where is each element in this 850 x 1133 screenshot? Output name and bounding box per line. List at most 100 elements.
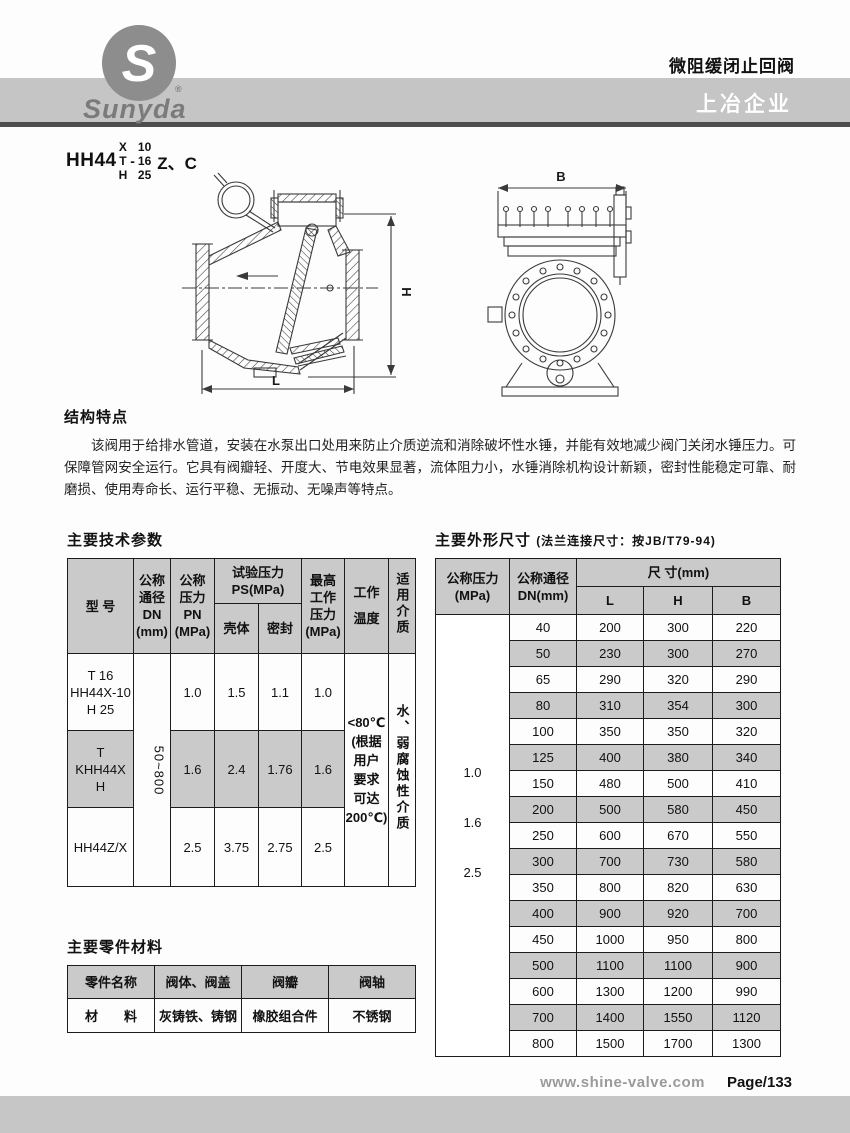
H-cell: 1550: [643, 1004, 713, 1031]
material-body-bonnet: 灰铸铁、铸钢: [154, 998, 242, 1033]
col-header-B: B: [712, 586, 781, 615]
model-num-10: 10: [137, 140, 152, 154]
materials-section: 主要零件材料 零件名称 阀体、阀盖 阀瓣 阀轴 材 料 灰铸铁、铸钢 橡胶组合件…: [67, 936, 416, 1033]
B-cell: 1120: [712, 1004, 781, 1031]
dn-cell: 450: [509, 926, 577, 953]
model-letter-options: X T H: [119, 140, 128, 182]
col-header-max-pressure: 最高 工作 压力 (MPa): [301, 558, 346, 654]
H-cell: 1200: [643, 978, 713, 1005]
B-cell: 340: [712, 744, 781, 771]
dim-label-l: L: [272, 373, 280, 388]
features-title: 结构特点: [64, 409, 129, 426]
features-paragraph: 该阀用于给排水管道，安装在水泵出口处用来防止介质逆流和消除破坏性水锤，并能有效地…: [64, 438, 796, 497]
col-header-L: L: [576, 586, 644, 615]
col-header-stem: 阀轴: [328, 965, 416, 999]
company-name: 上冶企业: [696, 93, 792, 116]
end-view-drawing: B: [487, 169, 632, 397]
footer-website: www.shine-valve.com: [540, 1074, 705, 1091]
col-header-H: H: [643, 586, 713, 615]
temp-cell: <80℃ (根据 用户 要求 可达 200℃): [344, 653, 390, 887]
model-designation: HH44 X T H - 10 16 25 Z、C: [66, 140, 197, 182]
L-cell: 200: [576, 614, 644, 641]
L-cell: 1300: [576, 978, 644, 1005]
dn-cell: 350: [509, 874, 577, 901]
H-cell: 1700: [643, 1030, 713, 1057]
L-cell: 310: [576, 692, 644, 719]
model-cell: T KHH44X H: [67, 730, 134, 808]
registered-mark: ®: [175, 84, 182, 94]
B-cell: 990: [712, 978, 781, 1005]
shell-cell: 2.4: [214, 730, 259, 808]
tech-params-title: 主要技术参数: [67, 532, 164, 549]
svg-text:S: S: [122, 35, 157, 93]
H-cell: 300: [643, 614, 713, 641]
H-cell: 500: [643, 770, 713, 797]
col-header-body-bonnet: 阀体、阀盖: [154, 965, 242, 999]
dn-cell: 600: [509, 978, 577, 1005]
seal-cell: 1.1: [257, 653, 303, 731]
model-pressure-options: 10 16 25: [138, 140, 151, 182]
dn-cell: 65: [509, 666, 577, 693]
L-cell: 400: [576, 744, 644, 771]
footer-page-number: Page/133: [726, 1074, 792, 1091]
shell-cell: 1.5: [214, 653, 259, 731]
H-cell: 300: [643, 640, 713, 667]
L-cell: 350: [576, 718, 644, 745]
dn-cell: 80: [509, 692, 577, 719]
model-cell: HH44Z/X: [67, 807, 134, 887]
dn-cell: 50: [509, 640, 577, 667]
B-cell: 220: [712, 614, 781, 641]
L-cell: 1100: [576, 952, 644, 979]
dn-cell: 40: [509, 614, 577, 641]
L-cell: 1500: [576, 1030, 644, 1057]
L-cell: 480: [576, 770, 644, 797]
seal-cell: 1.76: [257, 730, 303, 808]
B-cell: 800: [712, 926, 781, 953]
page-title: 微阻缓闭止回阀: [669, 57, 795, 76]
dn-range-cell: 50~800: [133, 653, 171, 887]
model-letter-x: X: [118, 140, 127, 154]
dimensions-subtitle: (法兰连接尺寸：按JB/T79-94): [536, 534, 716, 548]
pressure-2.5: 2.5: [463, 865, 482, 880]
col-header-temp: 工作 温度: [344, 558, 390, 654]
company-logo: S ® Sunyda: [83, 22, 213, 124]
H-cell: 730: [643, 848, 713, 875]
pressure-1.6: 1.6: [463, 815, 482, 830]
dn-cell: 200: [509, 796, 577, 823]
dimensions-table: 公称压力 (MPa) 公称通径 DN(mm) 尺 寸(mm) L H B 1.0…: [435, 558, 781, 1057]
H-cell: 580: [643, 796, 713, 823]
B-cell: 410: [712, 770, 781, 797]
materials-value-row: 材 料 灰铸铁、铸钢 橡胶组合件 不锈钢: [67, 998, 416, 1033]
H-cell: 350: [643, 718, 713, 745]
dn-cell: 100: [509, 718, 577, 745]
tech-row-2: T KHH44X H 1.6 2.4 1.76 1.6: [67, 730, 416, 808]
model-num-25: 25: [137, 168, 152, 182]
tech-row-1: T 16 HH44X-10 H 25 50~800 1.0 1.5 1.1 1.…: [67, 653, 417, 887]
pressure-values-cell: 1.0 1.6 2.5: [435, 614, 510, 1057]
material-disc: 橡胶组合件: [241, 998, 329, 1033]
H-cell: 354: [643, 692, 713, 719]
H-cell: 1100: [643, 952, 713, 979]
col-header-dn: 公称通径 DN(mm): [509, 558, 577, 615]
materials-table: 零件名称 阀体、阀盖 阀瓣 阀轴 材 料 灰铸铁、铸钢 橡胶组合件 不锈钢: [67, 965, 416, 1033]
materials-header-row: 零件名称 阀体、阀盖 阀瓣 阀轴: [67, 965, 416, 999]
material-label: 材 料: [67, 998, 155, 1033]
H-cell: 950: [643, 926, 713, 953]
dimensions-section: 主要外形尺寸 (法兰连接尺寸：按JB/T79-94) 公称压力 (MPa) 公称…: [435, 529, 781, 1057]
pn-cell: 1.6: [170, 730, 215, 808]
model-dash: -: [130, 153, 135, 169]
dn-cell: 125: [509, 744, 577, 771]
dn-cell: 250: [509, 822, 577, 849]
L-cell: 1000: [576, 926, 644, 953]
B-cell: 630: [712, 874, 781, 901]
pn-cell: 2.5: [170, 807, 215, 887]
dn-cell: 400: [509, 900, 577, 927]
max-work-cell: 1.0: [301, 653, 346, 731]
